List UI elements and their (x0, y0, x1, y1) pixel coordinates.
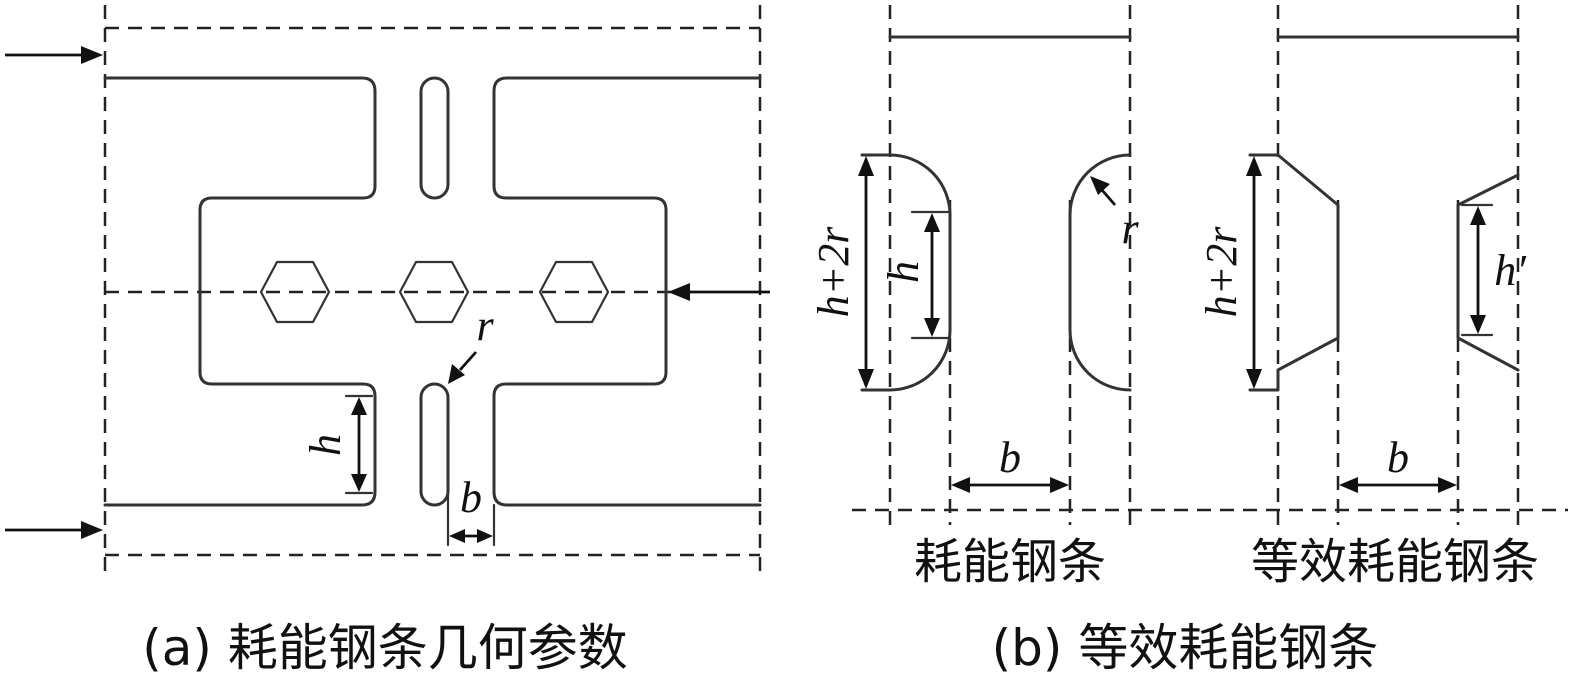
bolt-hole-center (398, 260, 470, 324)
b-dim-arrow-left (449, 529, 465, 543)
b-arrow-right-left (1050, 477, 1069, 493)
b-label-a: b (460, 473, 482, 522)
h2r-arrow-bottom-right (1246, 369, 1262, 389)
h-label-a: h (301, 434, 350, 456)
hprime-label: h′ (1494, 246, 1527, 295)
left-strip-right-notch (1068, 153, 1132, 392)
bolt-hole-left (259, 260, 331, 324)
r-pointer-arrow-b (1090, 176, 1110, 195)
h2r-label-left: h+2r (809, 226, 858, 318)
h2r-arrow-top-left (858, 156, 874, 176)
hprime-arrow-top (1470, 206, 1486, 225)
hprime-arrow-bottom (1470, 315, 1486, 334)
plate-outline-left (103, 76, 377, 507)
h-arrow-bottom-b (924, 318, 940, 337)
h-label-b: h (879, 261, 928, 283)
h-dim-arrow-top (351, 397, 367, 415)
b-dim-arrow-right (477, 529, 493, 543)
r-label-b: r (1121, 204, 1139, 253)
panel-a-geometry: h b r (a) 耗能钢条几何参数 (5, 5, 770, 677)
plate-outline-right (492, 76, 762, 507)
load-arrow-top-left-head (81, 46, 103, 64)
h2r-arrow-bottom-left (858, 369, 874, 389)
lower-slot (419, 382, 450, 507)
r-pointer-line-b (1100, 189, 1117, 206)
right-strip-title: 等效耗能钢条 (1251, 534, 1539, 590)
load-arrow-bottom-left-head (81, 521, 103, 539)
h2r-arrow-top-right (1246, 156, 1262, 176)
load-arrow-right-head (668, 283, 690, 301)
panel-a-caption: (a) 耗能钢条几何参数 (142, 619, 628, 677)
left-strip-title: 耗能钢条 (914, 534, 1106, 590)
r-pointer-line-a (458, 351, 478, 371)
left-strip-left-notch (860, 153, 952, 392)
b-arrow-right-right (1438, 477, 1457, 493)
panel-b-geometry: h+2r h r b h+2r h′ b 耗能钢条 (809, 5, 1568, 677)
bolt-hole-right (538, 260, 610, 324)
h-arrow-top-b (924, 213, 940, 232)
upper-slot (419, 76, 450, 200)
right-strip-right-notch (1456, 173, 1520, 372)
h2r-label-right: h+2r (1197, 226, 1246, 318)
r-label-a: r (476, 301, 494, 350)
right-strip-left-notch (1248, 153, 1340, 392)
r-pointer-arrow-a (448, 364, 465, 384)
b-label-b-left: b (999, 433, 1021, 482)
panel-b-caption: (b) 等效耗能钢条 (992, 619, 1379, 677)
b-arrow-left-left (951, 477, 970, 493)
b-label-b-right: b (1387, 433, 1409, 482)
b-arrow-left-right (1339, 477, 1358, 493)
h-dim-arrow-bottom (351, 474, 367, 492)
